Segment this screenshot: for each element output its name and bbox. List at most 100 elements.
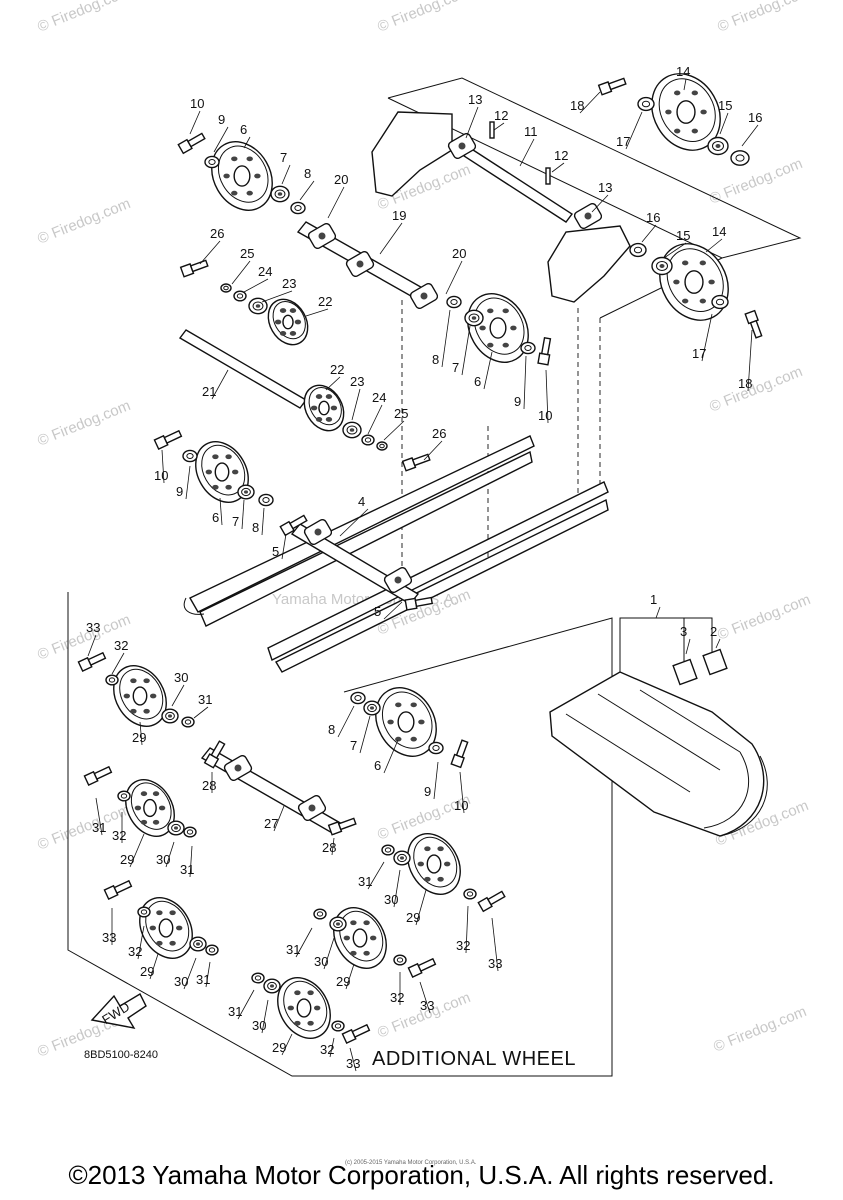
clip-3	[672, 658, 698, 686]
washer-31-c	[381, 844, 395, 856]
callout-6: 6	[474, 374, 481, 389]
bolt-10-c	[153, 429, 183, 450]
callout-30: 30	[174, 974, 188, 989]
callout-33: 33	[488, 956, 502, 971]
callout-11: 11	[524, 124, 538, 139]
bracket-27-a	[223, 754, 253, 782]
bearing-30-b	[167, 820, 185, 836]
upper-bracket-frame	[387, 77, 802, 259]
callout-31: 31	[196, 972, 210, 987]
callout-30: 30	[384, 892, 398, 907]
bolt-26-b	[401, 453, 431, 472]
callout-16: 16	[646, 210, 660, 225]
washer-8-c	[258, 493, 274, 507]
bracket-4-a	[303, 518, 333, 546]
callout-22: 22	[330, 362, 344, 377]
watermark-text: © Firedog.com	[35, 397, 133, 450]
bearing-7-a	[270, 185, 290, 203]
callout-17: 17	[616, 134, 630, 149]
wheel-6-upper	[211, 141, 273, 211]
callout-7: 7	[280, 150, 287, 165]
callout-15: 15	[676, 228, 690, 243]
additional-wheel-panel	[67, 592, 613, 1077]
callout-4: 4	[358, 494, 365, 509]
wheel-29-b	[125, 779, 175, 837]
callout-30: 30	[156, 852, 170, 867]
callout-10: 10	[190, 96, 204, 111]
watermark-text: © Firedog.com	[715, 0, 813, 36]
washer-32-a	[105, 674, 119, 686]
wheel-29-d	[139, 897, 193, 959]
callout-31: 31	[286, 942, 300, 957]
clip-13-b	[573, 202, 603, 230]
callout-9: 9	[176, 484, 183, 499]
washer-31-a	[181, 716, 195, 728]
section-title: ADDITIONAL WHEEL	[372, 1048, 576, 1070]
callout-23: 23	[350, 374, 364, 389]
washer-17-b	[711, 294, 729, 310]
callout-7: 7	[350, 738, 357, 753]
callout-32: 32	[320, 1042, 334, 1057]
callout-19: 19	[392, 208, 406, 223]
bearing-15-b	[651, 256, 673, 276]
bearing-7-c	[237, 484, 255, 500]
callout-8: 8	[304, 166, 311, 181]
callout-15: 15	[718, 98, 732, 113]
bolt-18-a	[597, 77, 627, 96]
callout-29: 29	[132, 730, 146, 745]
bearing-30-e	[329, 916, 347, 932]
callout-31: 31	[358, 874, 372, 889]
washer-32-d	[137, 906, 151, 918]
callout-9: 9	[424, 784, 431, 799]
washer-31-f	[251, 972, 265, 984]
callout-30: 30	[252, 1018, 266, 1033]
watermark-text: © Firedog.com	[707, 363, 805, 416]
slide-rail-left	[183, 435, 535, 627]
bolt-28-a	[203, 740, 226, 769]
axle-block-19	[345, 250, 375, 278]
callout-6: 6	[212, 510, 219, 525]
callout-29: 29	[120, 852, 134, 867]
callout-28: 28	[202, 778, 216, 793]
copyright-footer: ©2013 Yamaha Motor Corporation, U.S.A. A…	[68, 1160, 775, 1190]
bolt-10-a	[177, 132, 206, 155]
wheel-14-top	[651, 73, 721, 151]
callout-31: 31	[198, 692, 212, 707]
callout-8: 8	[328, 722, 335, 737]
callout-32: 32	[114, 638, 128, 653]
wheel-6-left	[195, 441, 249, 503]
washer-16-a	[730, 150, 750, 166]
bolt-10-d	[450, 739, 469, 769]
upper-bracket-right	[547, 225, 631, 303]
callout-32: 32	[390, 990, 404, 1005]
callout-8: 8	[252, 520, 259, 535]
callout-14: 14	[712, 224, 726, 239]
washer-31-d	[205, 944, 219, 956]
washer-9-d	[428, 741, 444, 755]
callout-25: 25	[240, 246, 254, 261]
washer-8-b	[446, 295, 462, 309]
callout-33: 33	[86, 620, 100, 635]
wheel-29-c	[407, 833, 461, 895]
washer-32-c	[463, 888, 477, 900]
callout-33: 33	[346, 1056, 360, 1071]
callout-31: 31	[180, 862, 194, 877]
watermark-text: © Firedog.com	[715, 591, 813, 644]
wheel-22-lower	[303, 384, 345, 432]
washer-31-b	[183, 826, 197, 838]
callout-20: 20	[452, 246, 466, 261]
callout-1: 1	[650, 592, 657, 607]
callout-7: 7	[452, 360, 459, 375]
washer-9-c	[182, 449, 198, 463]
callout-29: 29	[336, 974, 350, 989]
bolt-33-a	[77, 651, 107, 672]
callout-14: 14	[676, 64, 690, 79]
washer-31-e	[313, 908, 327, 920]
callout-3: 3	[680, 624, 687, 639]
bolt-26-a	[179, 259, 209, 278]
callout-6: 6	[240, 122, 247, 137]
washer-24-a	[233, 290, 247, 302]
watermark-text: © Firedog.com	[35, 0, 133, 36]
callout-5: 5	[272, 544, 279, 559]
pin-12-b	[545, 167, 551, 185]
